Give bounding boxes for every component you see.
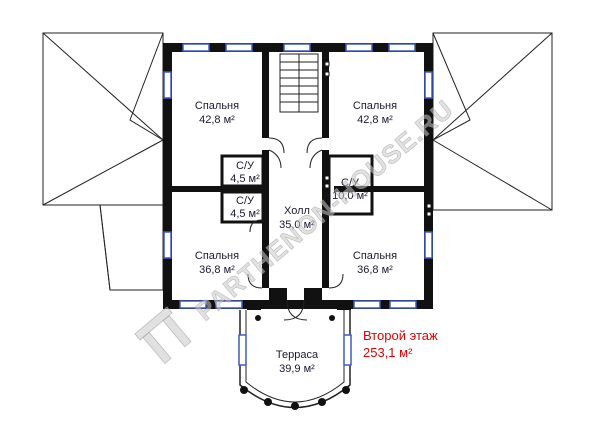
room-bedroom-sw: Спальня 36,8 м² [195,250,239,276]
staircase [279,53,319,113]
room-wc-3: С/У 10,0 м² [332,177,368,202]
room-wc-1: С/У 4,5 м² [230,160,260,185]
floor-title: Второй этаж [363,328,438,343]
watermark: PARTHENON-HOUSE.RU [134,93,459,365]
room-name: С/У [341,177,360,189]
floor-total-area: 253,1 м² [363,345,413,360]
room-area: 10,0 м² [332,190,368,202]
room-hall: Холл 35,0 м² [279,205,315,231]
room-area: 35,0 м² [279,219,315,231]
room-area: 36,8 м² [199,264,235,276]
watermark-logo-icon [134,306,192,365]
room-terrace: Терраса 39,9 м² [276,349,319,375]
room-area: 4,5 м² [230,208,260,220]
door-swings [247,137,344,321]
room-bedroom-se: Спальня 36,8 м² [353,250,397,276]
room-area: 42,8 м² [199,114,235,126]
room-name: Спальня [353,100,397,112]
room-name: Спальня [195,250,239,262]
room-area: 42,8 м² [357,114,393,126]
room-name: Холл [284,205,310,217]
inner-walls [172,52,424,310]
room-area: 36,8 м² [357,264,393,276]
room-name: Спальня [195,100,239,112]
room-bedroom-ne: Спальня 42,8 м² [353,100,397,126]
room-name: С/У [236,195,255,207]
left-roof [42,32,164,291]
terrace-columns [240,315,350,410]
floor-caption: Второй этаж 253,1 м² [363,328,438,360]
wall-markers [324,61,432,217]
room-name: Спальня [353,250,397,262]
room-bedroom-nw: Спальня 42,8 м² [195,100,239,126]
room-name: Терраса [276,349,319,361]
room-name: С/У [236,160,255,172]
room-area: 4,5 м² [230,173,260,185]
room-wc-2: С/У 4,5 м² [230,195,260,220]
windows [163,43,433,309]
room-area: 39,9 м² [279,363,315,375]
